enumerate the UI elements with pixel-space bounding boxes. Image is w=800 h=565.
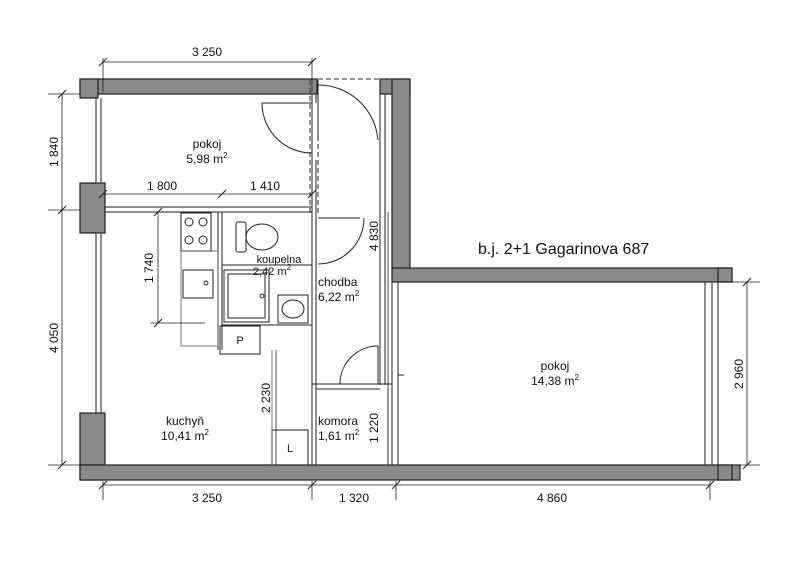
dim-bottom-left: 3 250 [192,491,222,505]
stove-icon [180,212,212,252]
plan-title: b.j. 2+1 Gagarinova 687 [478,241,649,258]
fixtures [180,212,309,466]
room-pokoj-small-name: pokoj [193,137,222,151]
dim-kitchen-lower: 2 230 [259,383,273,413]
fridge-icon [219,325,261,355]
dim-bottom-mid: 1 320 [339,491,369,505]
room-pokoj-large-area: 14,38 m2 [531,373,579,388]
windows [95,98,719,465]
room-komora-area: 1,61 m2 [318,428,360,443]
toilet-icon [235,221,247,253]
room-kuchyn-name: kuchyň [166,414,204,428]
room-pokoj-large-name: pokoj [541,359,570,373]
dim-interior-left: 1 800 [147,179,177,193]
room-kuchyn-area: 10,41 m2 [161,428,209,443]
dim-right-room: 2 960 [732,359,746,389]
dim-left-upper: 1 840 [47,137,61,167]
walls [79,78,741,481]
dim-left-lower: 4 050 [47,323,61,353]
fridge-label: P [236,335,243,347]
dim-chodba-length: 4 830 [367,221,381,251]
doors [261,84,404,385]
room-koupelna-name: koupelna [257,254,303,266]
shower-icon [223,269,270,323]
dim-interior-right: 1 410 [250,179,280,193]
dim-kitchen-counter: 1 740 [142,253,156,283]
dim-komora-height: 1 220 [367,413,381,443]
washbasin-icon [277,294,309,324]
dim-top: 3 250 [192,45,222,59]
room-pokoj-small-area: 5,98 m2 [186,151,228,166]
dim-bottom-right: 4 860 [537,491,567,505]
room-komora-name: komora [318,414,358,428]
kitchen-sink-icon [182,269,214,299]
pantry-label: L [287,443,293,455]
dimension-lines [48,57,760,500]
room-chodba-name: chodba [318,275,358,289]
room-koupelna-area: 2,42 m2 [253,263,292,278]
room-chodba-area: 6,22 m2 [318,289,360,304]
